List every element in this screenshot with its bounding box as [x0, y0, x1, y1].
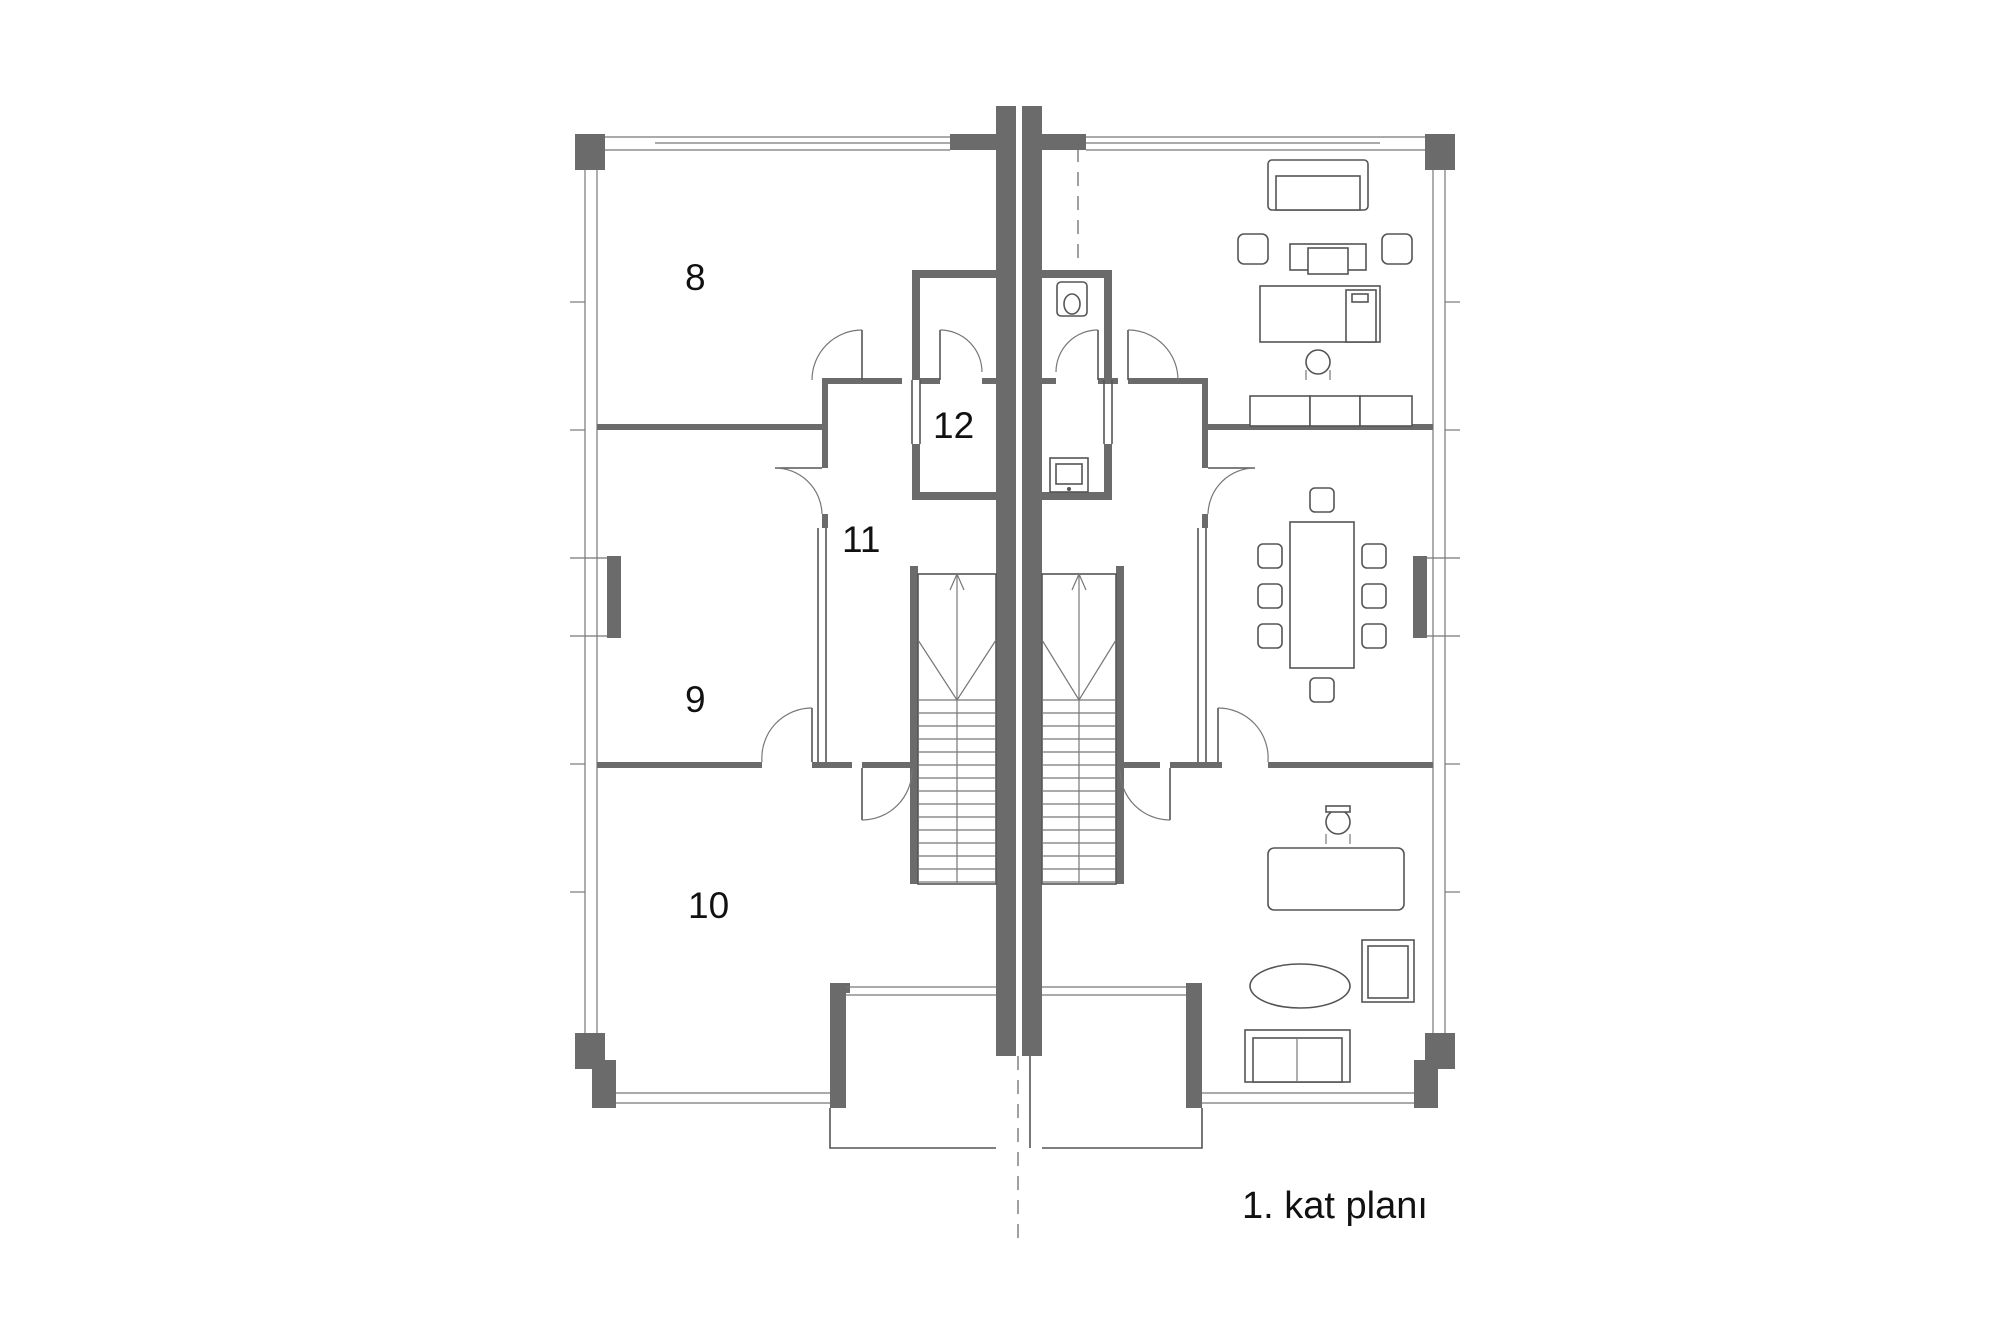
- facade-glazing: [570, 136, 1460, 1149]
- stairs: [917, 572, 1117, 885]
- room-label-8: 8: [685, 257, 706, 298]
- central-party-wall: [996, 106, 1079, 1240]
- furniture-meeting: [1257, 487, 1387, 703]
- room-label-9: 9: [685, 679, 706, 720]
- furniture-lounge: [1244, 805, 1415, 1083]
- room-label-12: 12: [933, 405, 974, 446]
- fixtures: [1049, 281, 1089, 493]
- doors: [761, 329, 1269, 821]
- room-label-11: 11: [842, 519, 880, 560]
- room-labels: 8 9 10 11 12: [685, 257, 974, 926]
- plan-title: 1. kat planı: [1242, 1185, 1428, 1227]
- room-label-10: 10: [688, 885, 729, 926]
- interior-partitions: [597, 270, 1433, 884]
- furniture-office: [1237, 159, 1413, 427]
- exterior-walls: [575, 134, 1455, 1108]
